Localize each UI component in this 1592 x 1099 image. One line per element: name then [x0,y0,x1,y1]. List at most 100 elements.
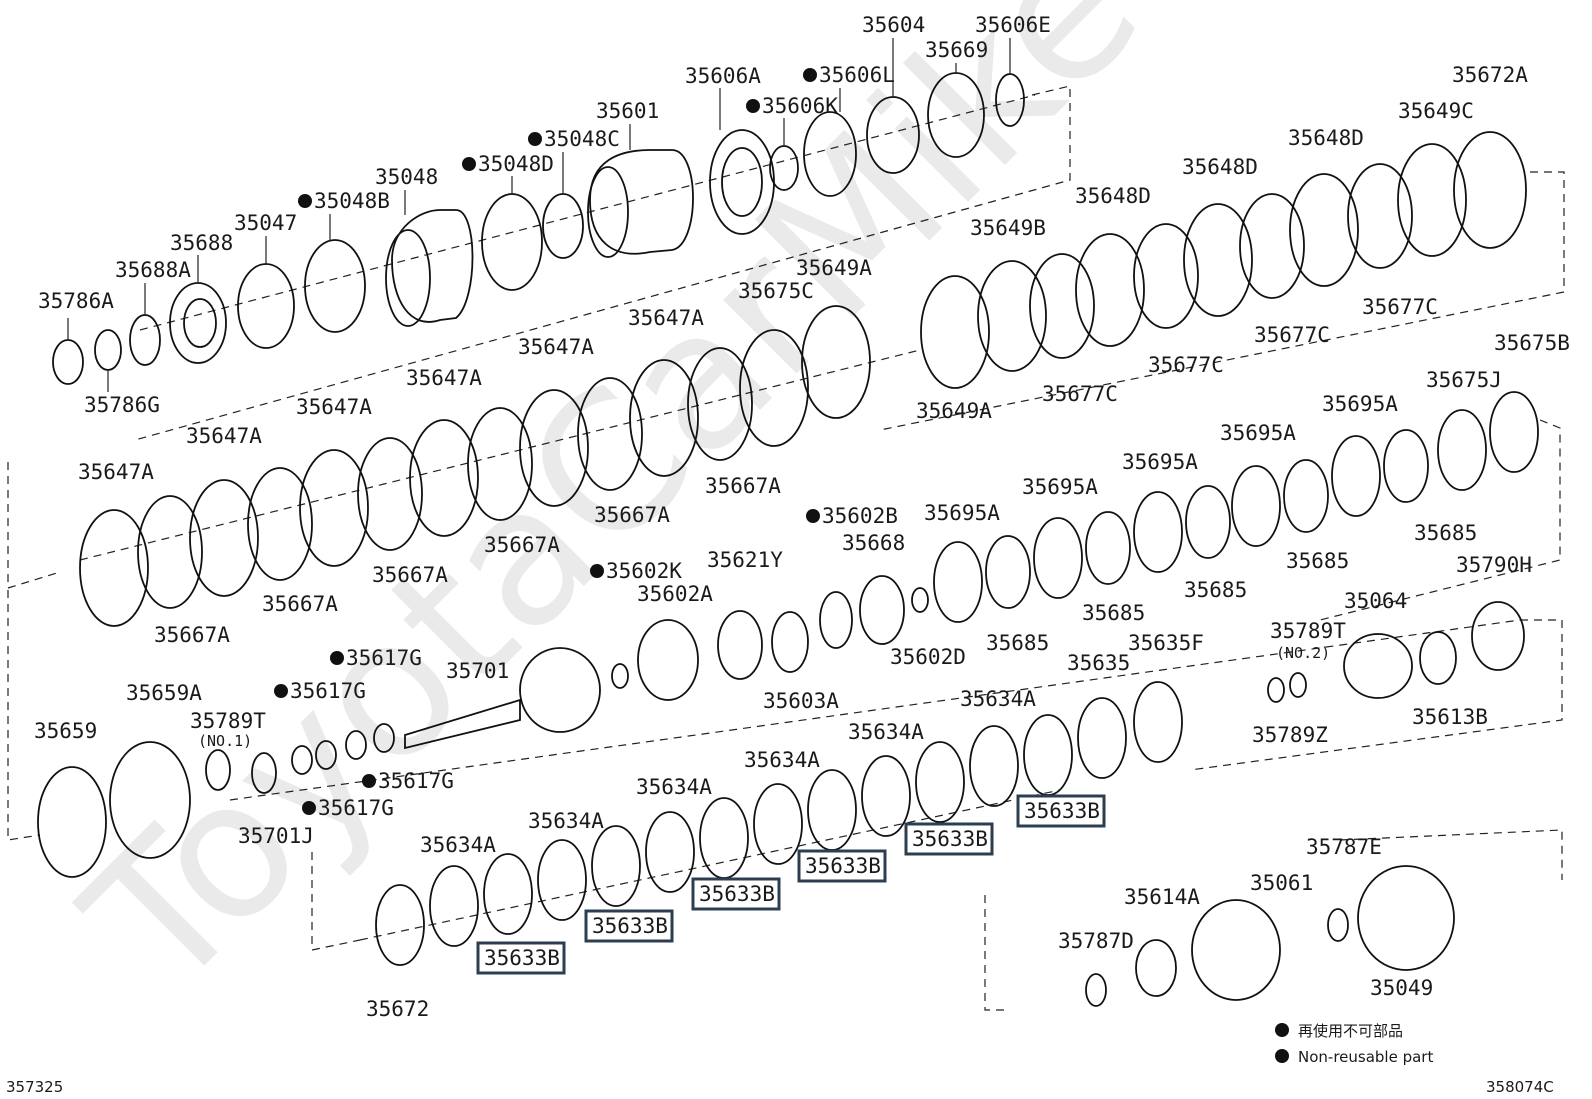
highlight-box [584,909,674,943]
part-number-label: 35602B [822,504,898,528]
part-35602A-gear [637,619,699,701]
part-35649A-ring-l [801,305,871,419]
part-35048B-ring [304,239,366,333]
part-number-label: 35635F [1128,631,1204,655]
part-number-label: 35647A [518,335,594,359]
highlight-box [691,877,781,911]
part-number-label: 35677C [1362,295,1438,319]
part-35685-ring-3 [1185,485,1231,559]
part-number-label: 35634A [528,809,604,833]
part-number-label: 35685 [1286,549,1349,573]
part-35613B-ring [1419,631,1457,685]
part-35649B-ring [977,260,1047,372]
part-number-label: 35048D [478,152,554,176]
part-number-label: 35667A [705,474,781,498]
part-35677C-ring-1 [1029,253,1095,359]
part-number-label: 35667A [372,563,448,587]
frame-row-5 [984,895,1010,1011]
part-number-label: 35695A [924,501,1000,525]
part-number-label: 35601 [596,99,659,123]
part-number-label: 35789Z [1252,723,1328,747]
part-35695A-ring-1 [933,541,983,623]
legend: 再使用不可部品 Non-reusable part [1275,1022,1433,1066]
part-35633B-ring-5 [591,825,641,907]
part-number-label: 35789T [1270,619,1346,643]
part-35633B-ring-1 [1023,714,1073,796]
highlighted-part-number-label: 35633B [484,946,560,970]
part-number-label: 35061 [1250,871,1313,895]
frame-row-2-right [879,171,1565,431]
part-number-label: 35614A [1124,885,1200,909]
highlighted-part-number-label: 35633B [1024,799,1100,823]
non-reusable-bullet-icon [806,509,820,523]
part-number-label: 35786G [84,393,160,417]
part-number-label: 35606E [975,13,1051,37]
part-number-label: 35787D [1058,929,1134,953]
part-number-label: 35669 [925,38,988,62]
frame-row-4 [311,852,361,951]
part-number-label: 35685 [1184,578,1247,602]
part-35634A-ring-5 [537,839,587,921]
part-number-label: 35688A [115,258,191,282]
part-number-label: 35701J [238,824,314,848]
part-number-label: 35064 [1344,589,1407,613]
part-35668-ring [859,575,905,645]
part-35048D-ring [481,193,543,291]
part-35701-hub [519,647,601,733]
part-number-label: 35634A [744,748,820,772]
diagram-id-right: 358074C [1486,1078,1554,1096]
part-35667A-ring-1 [137,495,203,609]
part-35672-ring [375,884,425,966]
part-35602D-ring [911,587,929,613]
part-number-label: 35048C [544,127,620,151]
part-number-label: 35649B [970,216,1046,240]
part-35790H-ring [1471,601,1525,671]
frame-row-4-right [1189,619,1563,771]
part-35786G-ring [94,329,122,371]
part-35064-drum [1343,633,1413,699]
part-35602K-ring [611,663,629,689]
part-number-label: 35647A [406,366,482,390]
part-35606A-inner [721,147,763,217]
part-number-label: 35667A [262,592,338,616]
part-35695A-ring-5 [1331,435,1381,517]
part-35647A-ring-6 [629,359,699,477]
part-number-label: 35677C [1148,353,1224,377]
part-35635-ring [1077,697,1127,779]
axis-line-3 [229,619,1521,801]
part-number-label: 35047 [234,211,297,235]
highlight-box [476,941,566,975]
part-35685-ring-4 [1283,459,1329,533]
part-number-label: 35649A [916,399,992,423]
part-35614A-ring [1135,939,1177,997]
part-number-label: 35659A [126,681,202,705]
part-35649A-ring-r [920,275,990,389]
part-35667A-ring-4 [467,407,533,521]
part-35634A-ring-1 [969,725,1019,807]
part-number-label: 35649C [1398,99,1474,123]
part-number-label: 35789T [190,709,266,733]
part-35603A-ring [771,611,809,673]
part-35617G-ring-1 [373,723,395,753]
part-number-label: 35634A [848,720,924,744]
part-number-label: 35685 [986,631,1049,655]
part-35617G-ring-3 [315,740,337,770]
part-35789T-ring-1 [205,749,231,791]
part-number-label: 35675J [1426,368,1502,392]
part-number-label: 35647A [296,395,372,419]
part-number-label: 35667A [154,623,230,647]
part-35695A-ring-4 [1231,465,1281,547]
part-35648D-ring-3 [1289,173,1359,287]
part-35659-ring [37,766,107,878]
highlighted-part-number-label: 35633B [805,854,881,878]
frame-row-5-right [1339,829,1563,880]
part-number-label: 35049 [1370,976,1433,1000]
part-35667A-ring-6 [687,347,753,461]
part-number-label: 35677C [1042,382,1118,406]
part-35048C-ring [542,193,584,259]
part-35675B-ring [1489,391,1539,473]
part-35675J-ring [1437,409,1487,491]
part-number-label: 35648D [1075,184,1151,208]
parts-drawing [37,72,1539,1007]
part-number-label: 35602A [637,582,713,606]
